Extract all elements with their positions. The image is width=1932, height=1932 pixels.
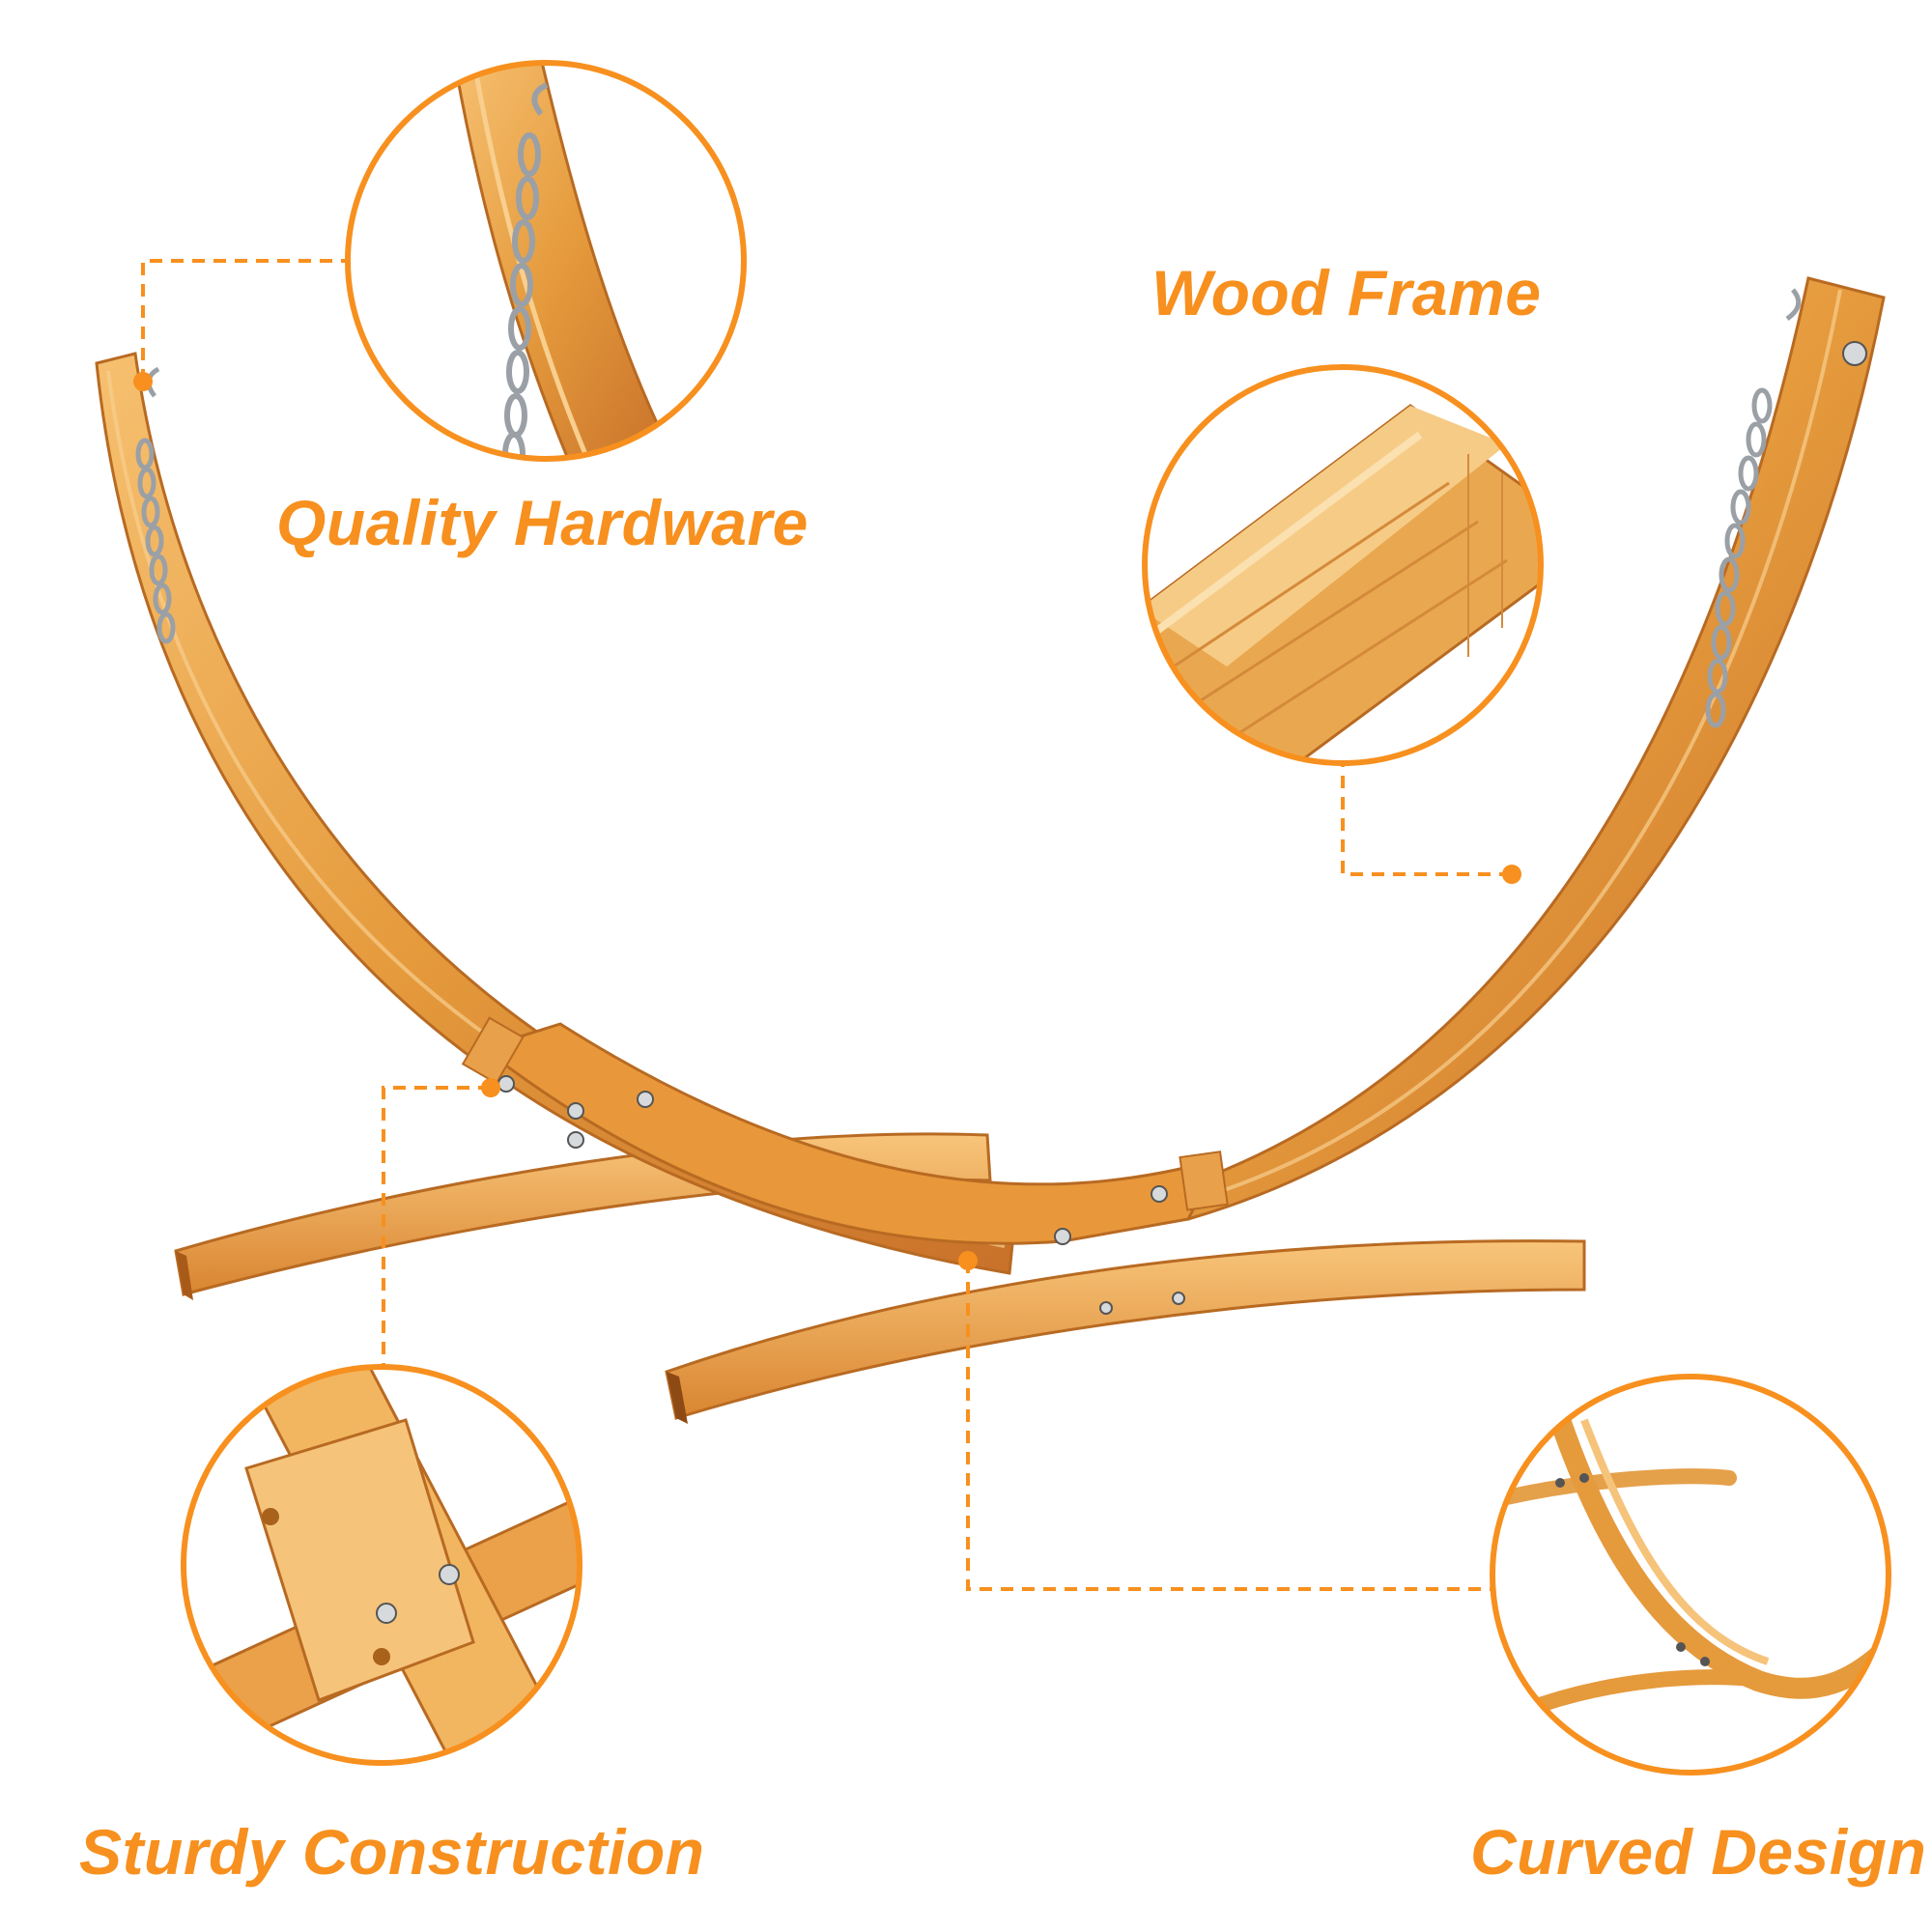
- bolt-joint-closeup: [184, 1367, 580, 1763]
- base-leg-front-end: [667, 1372, 688, 1424]
- hammock-stand-illustration: [95, 276, 1886, 1424]
- wood-grain-closeup: [1145, 367, 1541, 763]
- feature-label-curved-design: Curved Design: [1470, 1816, 1927, 1888]
- detail-circle-construction: [181, 1364, 582, 1766]
- callout-lines: [141, 259, 1512, 1591]
- detail-circle-wood: [1142, 364, 1544, 766]
- feature-label-sturdy-construction: Sturdy Construction: [79, 1816, 705, 1888]
- chain-hook-icon: [502, 82, 549, 459]
- base-leg-back-end: [176, 1251, 193, 1300]
- feature-label-wood-frame: Wood Frame: [1151, 257, 1542, 328]
- feature-label-quality-hardware: Quality Hardware: [276, 487, 809, 558]
- detail-circle-curved: [1490, 1374, 1891, 1776]
- base-leg-front: [665, 1239, 1586, 1420]
- bolt-icons: [497, 1075, 1185, 1315]
- curved-frame-closeup: [1492, 1377, 1889, 1773]
- callout-dots: [133, 372, 1521, 1270]
- detail-circle-hardware: [345, 60, 747, 462]
- chain-hook-icon-right: [1705, 288, 1802, 728]
